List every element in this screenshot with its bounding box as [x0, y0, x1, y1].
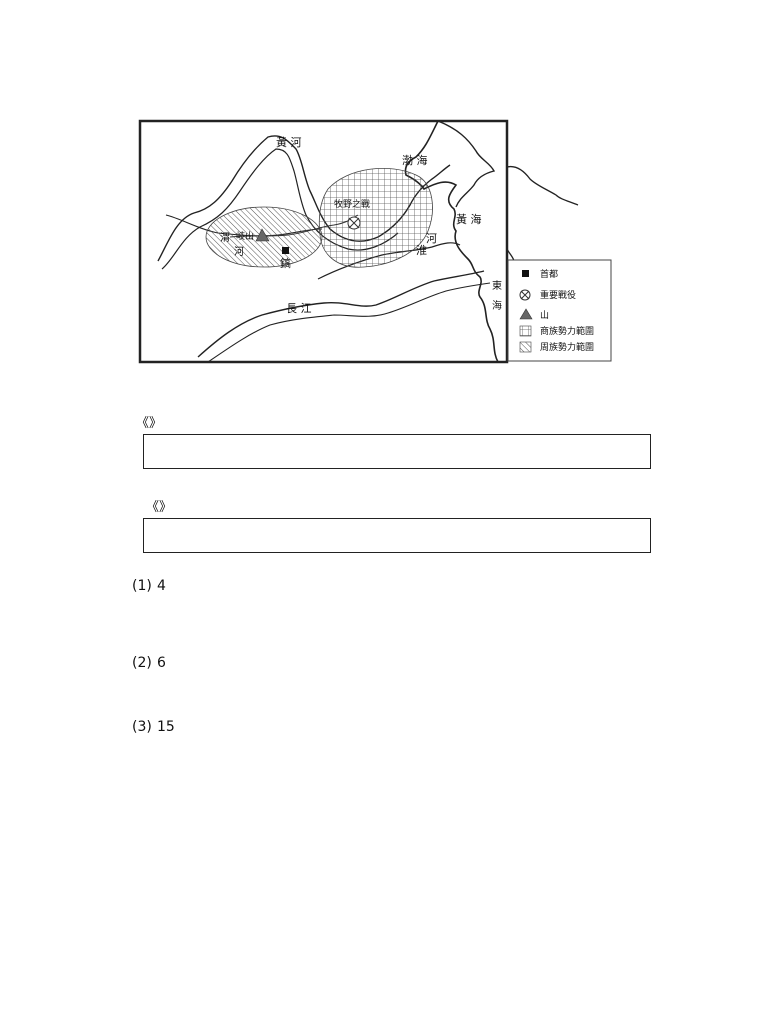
source-a-box [143, 434, 651, 469]
legend-label-0: 首都 [540, 268, 558, 280]
label-donghai-2: 海 [492, 299, 502, 312]
legend-label-4: 周族勢力範圍 [540, 341, 594, 353]
qishan-mountain-icon [255, 228, 270, 242]
question-3: (3) 15 [132, 716, 632, 738]
label-huanghe: 黃 河 [276, 136, 302, 149]
label-weihe-1: 渭 [220, 232, 230, 244]
label-huaihe-1: 河 [426, 232, 437, 245]
question-2: (2) 6 [132, 652, 632, 674]
label-donghai-1: 東 [492, 279, 502, 292]
source-b-box [143, 518, 651, 553]
source-a-label: 《》 [136, 416, 163, 431]
yangtze-river [197, 270, 485, 358]
legend-label-3: 商族勢力範圍 [540, 325, 594, 337]
muye-battle-icon [347, 216, 361, 230]
map-legend: 首都 重要戰役 山 商族勢力範圍 周族勢力範圍 [507, 259, 612, 362]
label-weihe-2: 河 [234, 246, 244, 258]
question-1-number: (1) [132, 578, 152, 594]
hatch-pattern-icon [519, 341, 532, 353]
mountain-icon [519, 308, 533, 320]
label-huanghai: 黃 海 [456, 212, 482, 226]
question-2-number: (2) [132, 655, 152, 671]
label-changjiang: 長 江 [286, 302, 312, 315]
question-1: (1) 4 [132, 575, 632, 597]
capital-hao-marker [282, 247, 289, 254]
question-2-line-2: 6 [157, 655, 166, 671]
source-b-label: 《》 [146, 500, 173, 515]
legend-label-2: 山 [540, 310, 549, 321]
square-icon [522, 270, 529, 277]
legend-label-1: 重要戰役 [540, 289, 576, 301]
question-3-number: (3) [132, 719, 152, 735]
question-3-line-1: 15 [157, 719, 175, 735]
label-bohai: 渤 海 [402, 153, 428, 167]
label-huaihe-2: 淮 [416, 244, 427, 257]
label-muye: 牧野之戰 [334, 198, 370, 210]
question-1-line-2: 4 [157, 578, 166, 594]
label-qishan: 岐山 [236, 230, 254, 242]
grid-pattern-icon [519, 325, 532, 337]
history-map: 黃 河 渤 海 黃 海 東 海 長 江 河 淮 渭 河 岐山 鎬 牧野之戰 首都… [138, 119, 613, 365]
battle-icon [519, 289, 531, 301]
shang-territory [318, 167, 433, 268]
label-hao: 鎬 [280, 256, 291, 270]
